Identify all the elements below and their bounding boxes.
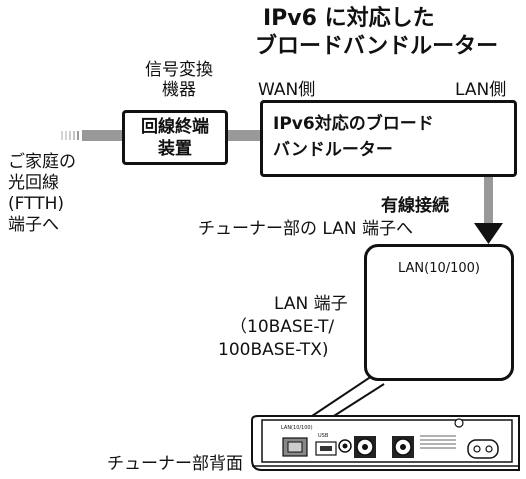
- lan-port-zoom-box: LAN(10/100): [364, 244, 514, 381]
- onu-box-line2: 装置: [158, 139, 192, 159]
- panel-lan-tiny-label: LAN(10/100): [281, 425, 313, 431]
- lan-cable: [484, 163, 493, 225]
- tuner-back-label: チューナー部背面: [107, 454, 243, 474]
- home-line-label-2: 光回線: [8, 173, 59, 193]
- lan-terminal-label-2: （10BASE-T/: [230, 317, 335, 337]
- lan-terminal-label-3: 100BASE-TX): [218, 340, 329, 360]
- converter-label-line2: 機器: [162, 80, 196, 100]
- home-line-label-1: ご家庭の: [8, 152, 76, 172]
- converter-label-line1: 信号変換: [145, 60, 213, 80]
- lan-terminal-label-1: LAN 端子: [274, 294, 348, 314]
- router-box-line1: IPv6対応のブロード: [273, 114, 434, 134]
- fiber-cable-icon: [61, 130, 122, 141]
- diagram-title-line1: IPv6 に対応した: [263, 6, 435, 31]
- to-tuner-lan-label: チューナー部の LAN 端子へ: [198, 219, 414, 239]
- lan-port-label: LAN(10/100): [397, 261, 481, 276]
- onu-box: 回線終端 装置: [122, 110, 228, 165]
- callout-line-right: [325, 383, 385, 422]
- home-line-label-3: (FTTH): [8, 194, 64, 214]
- panel-usb-tiny-label: USB: [318, 433, 329, 439]
- callout-line-left: [305, 375, 373, 421]
- wired-connection-label: 有線接続: [381, 196, 449, 216]
- router-box: IPv6対応のブロード バンドルーター: [260, 100, 517, 177]
- arrow-down-icon: [474, 223, 503, 244]
- wan-side-label: WAN側: [258, 80, 316, 100]
- home-line-label-4: 端子へ: [8, 215, 59, 235]
- tuner-back-panel: [251, 415, 520, 471]
- lan-side-label: LAN側: [455, 80, 507, 100]
- cable-onu-router: [228, 130, 260, 141]
- router-box-line2: バンドルーター: [273, 140, 393, 160]
- onu-box-line1: 回線終端: [141, 117, 209, 137]
- diagram-title-line2: ブロードバンドルーター: [255, 34, 499, 59]
